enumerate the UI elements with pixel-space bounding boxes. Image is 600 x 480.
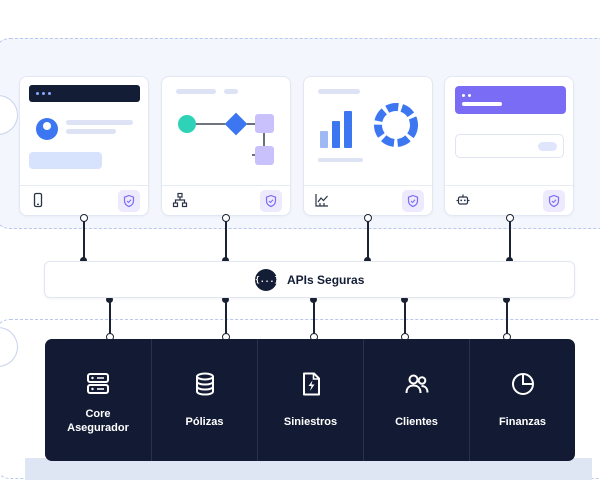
card-preview (304, 77, 432, 185)
process-node (255, 146, 274, 165)
system-label: Siniestros (283, 416, 338, 428)
system-siniestros[interactable]: Siniestros (257, 339, 363, 461)
module-card-assistant[interactable] (444, 76, 574, 216)
shield-icon (265, 194, 277, 208)
module-card-analytics[interactable] (303, 76, 433, 216)
file-bolt-icon (302, 372, 320, 396)
pie-chart-icon (511, 373, 534, 395)
system-label: Core Asegurador (67, 408, 129, 434)
bar-mark (344, 111, 352, 148)
api-gateway-bar: {...} APIs Seguras (44, 261, 575, 298)
module-card-workflow[interactable] (161, 76, 291, 216)
card-preview (162, 77, 290, 185)
user-avatar-icon (36, 118, 58, 140)
connector-node (106, 296, 113, 303)
start-node (178, 115, 196, 133)
chart-icon (315, 194, 328, 207)
connector-port (222, 214, 230, 222)
sitemap-icon (172, 192, 188, 208)
donut-ring (374, 103, 418, 147)
analytics-widgets (320, 103, 418, 148)
system-label: Clientes (395, 416, 438, 428)
security-badge (260, 190, 282, 212)
system-label: Pólizas (185, 416, 224, 428)
card-footer (20, 185, 148, 216)
users-icon (405, 374, 428, 394)
connector-node (222, 257, 229, 264)
window-header (29, 85, 140, 102)
card-preview (20, 77, 148, 185)
decision-node (224, 112, 248, 136)
connector-line (225, 299, 227, 339)
connector-line (367, 219, 369, 260)
card-footer (162, 185, 290, 216)
connector-node (506, 257, 513, 264)
workflow-diagram (178, 112, 274, 165)
code-braces-icon: {...} (255, 269, 279, 291)
module-card-mobile[interactable] (19, 76, 149, 216)
shield-icon (548, 194, 560, 208)
security-badge (543, 190, 565, 212)
robot-icon (456, 194, 470, 205)
system-finanzas[interactable]: Finanzas (469, 339, 575, 461)
system-core-asegurador[interactable]: Core Asegurador (45, 339, 151, 461)
base-platform (25, 458, 592, 480)
server-icon (87, 373, 109, 394)
connector-node (503, 296, 510, 303)
connector-line (225, 219, 227, 260)
bar-mark (332, 121, 340, 148)
core-systems-panel: Core Asegurador Pólizas Siniestros Clien… (45, 339, 575, 461)
process-node (255, 114, 274, 133)
connector-line (83, 219, 85, 260)
bar-mark (320, 131, 328, 148)
api-gateway-label: APIs Seguras (287, 273, 365, 287)
connector-port (80, 214, 88, 222)
connector-port (506, 214, 514, 222)
card-footer (445, 185, 573, 216)
connector-node (364, 257, 371, 264)
connector-line (506, 299, 508, 339)
connector-line (313, 299, 315, 339)
system-polizas[interactable]: Pólizas (151, 339, 257, 461)
card-footer (304, 185, 432, 216)
shield-icon (407, 194, 419, 208)
connector-node (401, 296, 408, 303)
connector-port (364, 214, 372, 222)
assistant-header (455, 86, 566, 114)
message-input[interactable] (455, 134, 564, 158)
security-badge (402, 190, 424, 212)
system-label: Finanzas (498, 416, 547, 428)
connector-node (222, 296, 229, 303)
card-preview (445, 77, 573, 185)
connector-line (404, 299, 406, 339)
system-clientes[interactable]: Clientes (363, 339, 469, 461)
send-button[interactable] (538, 142, 557, 151)
mobile-icon (33, 192, 43, 208)
connector-node (80, 257, 87, 264)
connector-line (109, 299, 111, 339)
database-icon (195, 372, 214, 396)
connector-node (310, 296, 317, 303)
connector-line (509, 219, 511, 260)
security-badge (118, 190, 140, 212)
profile-button-skeleton (29, 152, 102, 169)
shield-icon (123, 194, 135, 208)
